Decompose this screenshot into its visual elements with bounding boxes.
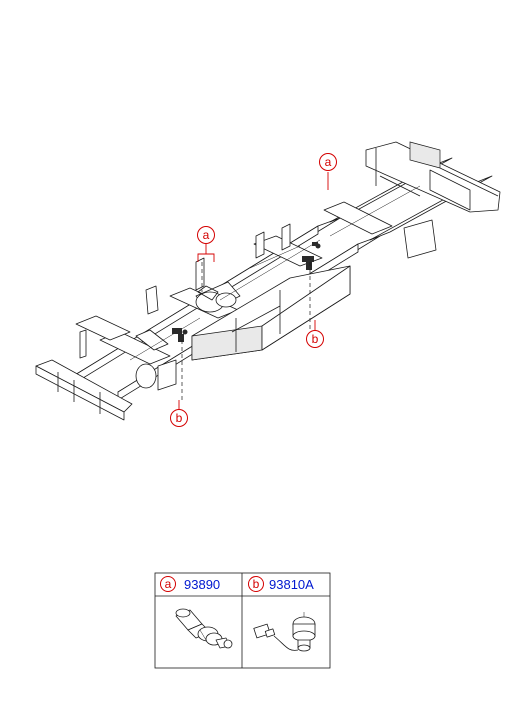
callout-b-right: b bbox=[306, 320, 324, 348]
sensor-hardware-front bbox=[172, 328, 188, 342]
callout-b-label: b bbox=[312, 332, 319, 346]
parts-table-cell-a: a 93890 bbox=[160, 576, 220, 592]
callout-b-circle bbox=[248, 576, 264, 592]
callout-b-circle bbox=[306, 330, 324, 348]
callout-a-label: a bbox=[203, 228, 210, 242]
part-number-b[interactable]: 93810A bbox=[269, 577, 314, 592]
pressure-switch-illustration bbox=[175, 608, 233, 649]
callout-a-top: a bbox=[319, 153, 337, 190]
chassis-frame-illustration bbox=[35, 141, 501, 421]
table-callout-b-label: b bbox=[253, 577, 260, 591]
part-number-a[interactable]: 93890 bbox=[184, 577, 220, 592]
parts-table-cell-b: b 93810A bbox=[248, 576, 314, 592]
sensor-hardware-rear bbox=[302, 242, 321, 270]
callout-a-middle: a bbox=[197, 226, 215, 262]
wired-switch-illustration bbox=[253, 612, 316, 652]
callout-b-left: b bbox=[170, 400, 188, 427]
callout-a-circle bbox=[160, 576, 176, 592]
callout-a-label: a bbox=[325, 155, 332, 169]
callout-a-circle bbox=[197, 226, 215, 244]
table-callout-a-label: a bbox=[165, 577, 172, 591]
callout-b-circle bbox=[170, 409, 188, 427]
callout-a-circle bbox=[319, 153, 337, 171]
callout-b-label: b bbox=[176, 411, 183, 425]
parts-table: a 93890 b 93810A bbox=[154, 572, 331, 669]
